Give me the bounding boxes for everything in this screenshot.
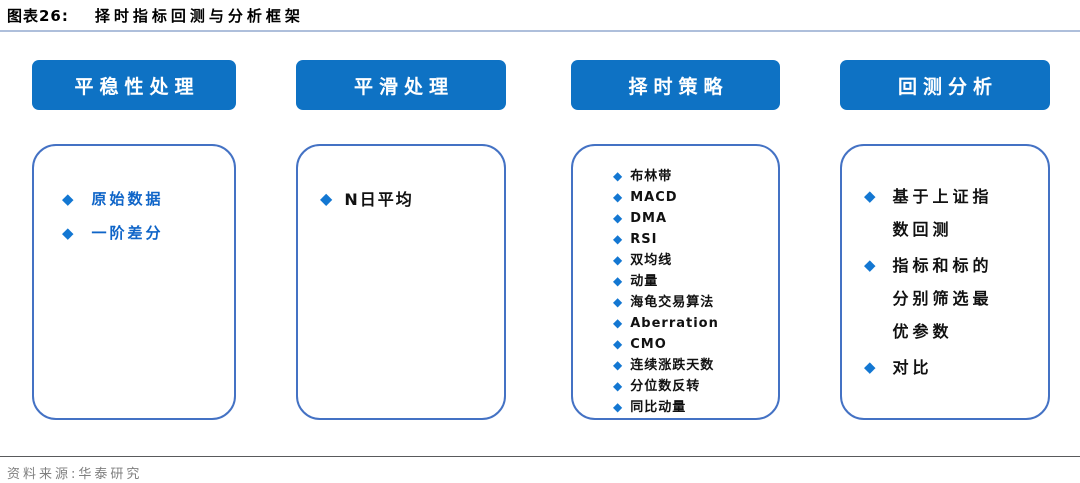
list-item-label: 原始数据: [91, 190, 164, 208]
list-item: ◆ CMO: [613, 334, 778, 355]
diamond-bullet-icon: ◆: [613, 232, 624, 246]
diamond-bullet-icon: ◆: [613, 379, 624, 393]
list-item: ◆ MACD: [613, 187, 778, 208]
diamond-bullet-icon: ◆: [613, 190, 624, 204]
list-item-label: 一阶差分: [91, 224, 164, 242]
list-item-label: 连续涨跌天数: [630, 358, 715, 373]
footer-divider: [0, 456, 1080, 457]
list-item: ◆ 基于上证指数回测: [864, 180, 1048, 246]
column-header-backtest-analysis: 回测分析: [840, 60, 1050, 110]
diamond-bullet-icon: ◆: [613, 169, 624, 183]
list-item-label: 对比: [892, 358, 933, 377]
diamond-bullet-icon: ◆: [320, 188, 335, 208]
list-item: ◆ 布林带: [613, 166, 778, 187]
diamond-bullet-icon: ◆: [864, 256, 880, 274]
list-item-label: 双均线: [630, 253, 673, 268]
list-item: ◆ Aberration: [613, 313, 778, 334]
list-item: ◆ 原始数据: [62, 188, 234, 209]
diamond-bullet-icon: ◆: [613, 295, 624, 309]
column-box-stationarity: ◆ 原始数据 ◆ 一阶差分: [32, 144, 236, 420]
item-list: ◆ N日平均: [320, 186, 504, 210]
list-item: ◆ DMA: [613, 208, 778, 229]
list-item-label: MACD: [630, 190, 678, 205]
page-title: 择时指标回测与分析框架: [94, 7, 304, 25]
title-divider: [0, 30, 1080, 32]
diamond-bullet-icon: ◆: [613, 211, 624, 225]
column-box-backtest-analysis: ◆ 基于上证指数回测 ◆ 指标和标的分别筛选最优参数 ◆ 对比: [840, 144, 1050, 420]
list-item-label: 分位数反转: [630, 379, 701, 394]
diamond-bullet-icon: ◆: [62, 223, 77, 242]
column-box-smoothing: ◆ N日平均: [296, 144, 506, 420]
figure-title: 图表26: 择时指标回测与分析框架: [7, 5, 304, 26]
list-item: ◆ 双均线: [613, 250, 778, 271]
list-item: ◆ RSI: [613, 229, 778, 250]
list-item-label: 布林带: [630, 169, 673, 184]
list-item: ◆ 连续涨跌天数: [613, 355, 778, 376]
diamond-bullet-icon: ◆: [613, 316, 624, 330]
list-item-label: DMA: [630, 211, 668, 226]
diamond-bullet-icon: ◆: [62, 189, 77, 208]
column-smoothing: 平滑处理 ◆ N日平均: [296, 60, 506, 430]
list-item: ◆ 对比: [864, 351, 1048, 384]
column-header-stationarity: 平稳性处理: [32, 60, 236, 110]
column-timing-strategy: 择时策略 ◆ 布林带 ◆ MACD ◆ DMA ◆ RSI ◆ 双均线 ◆ 动量 ◆ 海龟交易算法 ◆ Abe…: [571, 60, 780, 430]
list-item-label: 基于上证指数回测: [892, 187, 993, 239]
list-item-label: Aberration: [630, 316, 719, 331]
column-stationarity: 平稳性处理 ◆ 原始数据 ◆ 一阶差分: [32, 60, 236, 430]
column-header-timing-strategy: 择时策略: [571, 60, 780, 110]
list-item-label: CMO: [630, 337, 667, 352]
list-item-label: 指标和标的分别筛选最优参数: [892, 256, 993, 341]
diamond-bullet-icon: ◆: [613, 253, 624, 267]
column-backtest-analysis: 回测分析 ◆ 基于上证指数回测 ◆ 指标和标的分别筛选最优参数 ◆ 对比: [840, 60, 1050, 430]
figure-number: 图表26:: [7, 7, 69, 25]
list-item-label: RSI: [630, 232, 658, 247]
list-item: ◆ 一阶差分: [62, 222, 234, 243]
list-item: ◆ 指标和标的分别筛选最优参数: [864, 249, 1048, 348]
list-item: ◆ 动量: [613, 271, 778, 292]
list-item-label: N日平均: [344, 190, 414, 209]
list-item: ◆ N日平均: [320, 186, 504, 210]
list-item: ◆ 同比动量: [613, 397, 778, 418]
diamond-bullet-icon: ◆: [613, 274, 624, 288]
diamond-bullet-icon: ◆: [613, 337, 624, 351]
list-item-label: 动量: [630, 274, 659, 289]
column-box-timing-strategy: ◆ 布林带 ◆ MACD ◆ DMA ◆ RSI ◆ 双均线 ◆ 动量 ◆ 海龟交易算法 ◆ Aberrati…: [571, 144, 780, 420]
list-item: ◆ 海龟交易算法: [613, 292, 778, 313]
item-list: ◆ 基于上证指数回测 ◆ 指标和标的分别筛选最优参数 ◆ 对比: [864, 180, 1048, 384]
item-list: ◆ 布林带 ◆ MACD ◆ DMA ◆ RSI ◆ 双均线 ◆ 动量 ◆ 海龟交易算法 ◆ Aberrati…: [613, 166, 778, 418]
diamond-bullet-icon: ◆: [864, 358, 880, 376]
list-item: ◆ 分位数反转: [613, 376, 778, 397]
source-note: 资料来源:华泰研究: [7, 467, 143, 482]
diamond-bullet-icon: ◆: [864, 187, 880, 205]
diamond-bullet-icon: ◆: [613, 400, 624, 414]
list-item-label: 海龟交易算法: [630, 295, 715, 310]
column-header-smoothing: 平滑处理: [296, 60, 506, 110]
item-list: ◆ 原始数据 ◆ 一阶差分: [62, 188, 234, 243]
list-item-label: 同比动量: [630, 400, 687, 415]
diamond-bullet-icon: ◆: [613, 358, 624, 372]
